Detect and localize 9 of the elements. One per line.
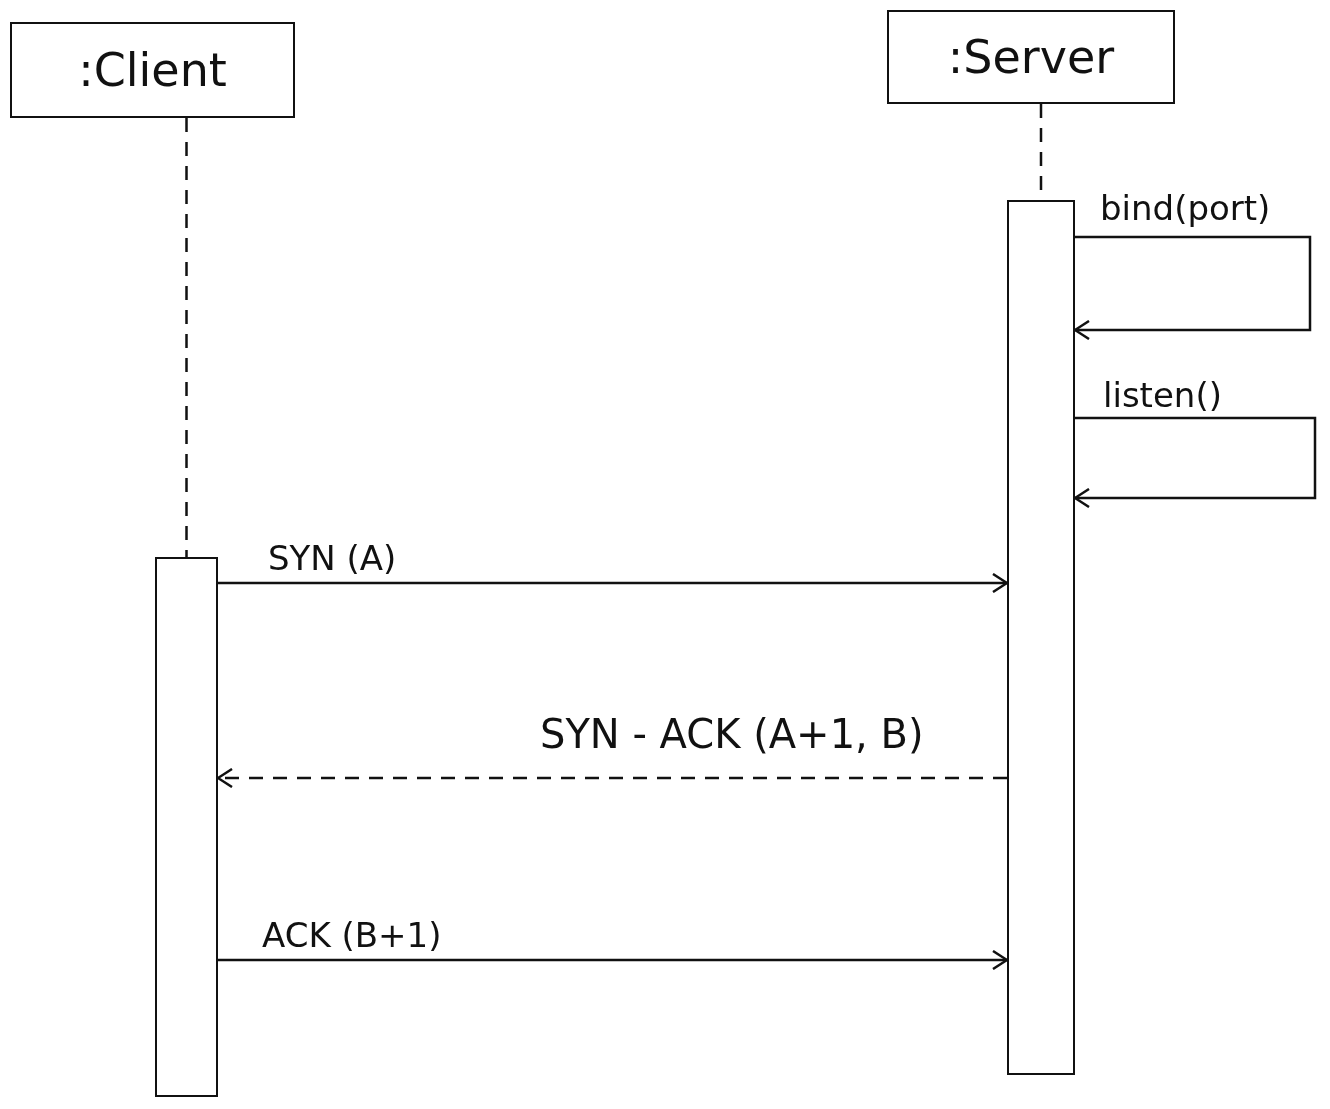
- participant-name: :Client: [78, 43, 227, 97]
- message-arrow: [218, 949, 1009, 971]
- activation-bar: [155, 557, 218, 1097]
- participant-box: [887, 10, 1175, 104]
- participant-box: [10, 22, 295, 118]
- message-arrow: [218, 572, 1009, 594]
- participant-name: :Server: [947, 30, 1115, 84]
- activation-bar: [1007, 200, 1075, 1075]
- lifeline: [185, 118, 188, 557]
